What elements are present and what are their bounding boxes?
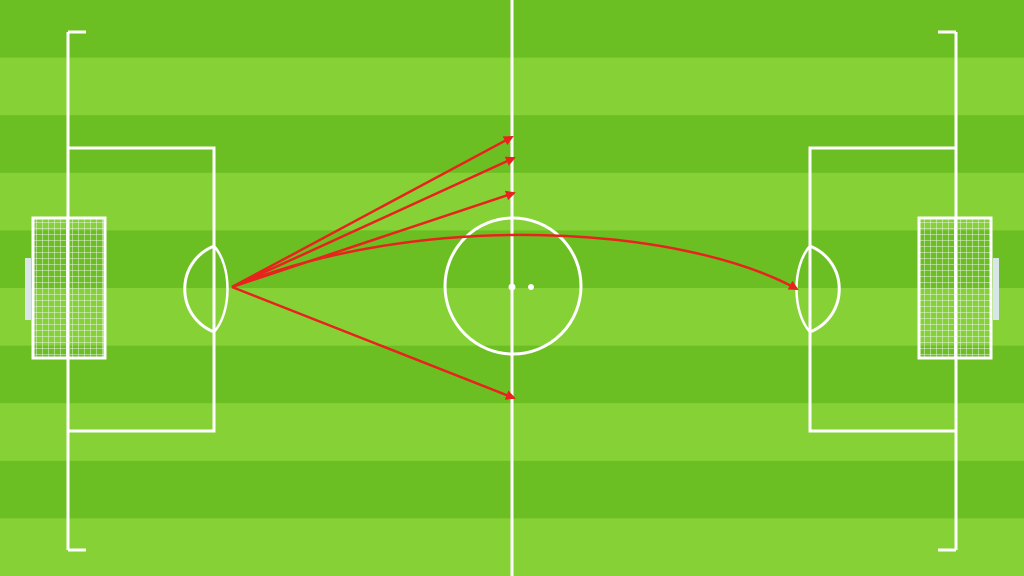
left-goal-net xyxy=(32,217,106,359)
right-penalty-arc xyxy=(809,244,841,334)
left-goal-post xyxy=(25,258,31,320)
pass-arrow-upper-1 xyxy=(231,135,514,289)
right-goal-post xyxy=(993,258,999,320)
pass-arrow-upper-2 xyxy=(231,156,516,289)
pass-arrow-lower xyxy=(231,285,516,400)
pass-arrows xyxy=(231,135,799,400)
left-goal xyxy=(25,216,107,360)
left-penalty-arc xyxy=(183,244,215,334)
center-spot xyxy=(508,283,516,291)
left-penalty-arc-inner xyxy=(213,245,229,333)
center-circle xyxy=(443,216,583,356)
left-goal-frame xyxy=(31,216,107,360)
right-goal-frame xyxy=(917,216,993,360)
pass-arrow-cross-field xyxy=(231,233,799,291)
right-goal-net xyxy=(918,217,992,359)
kickoff-spot xyxy=(528,284,534,290)
right-goal xyxy=(917,216,999,360)
